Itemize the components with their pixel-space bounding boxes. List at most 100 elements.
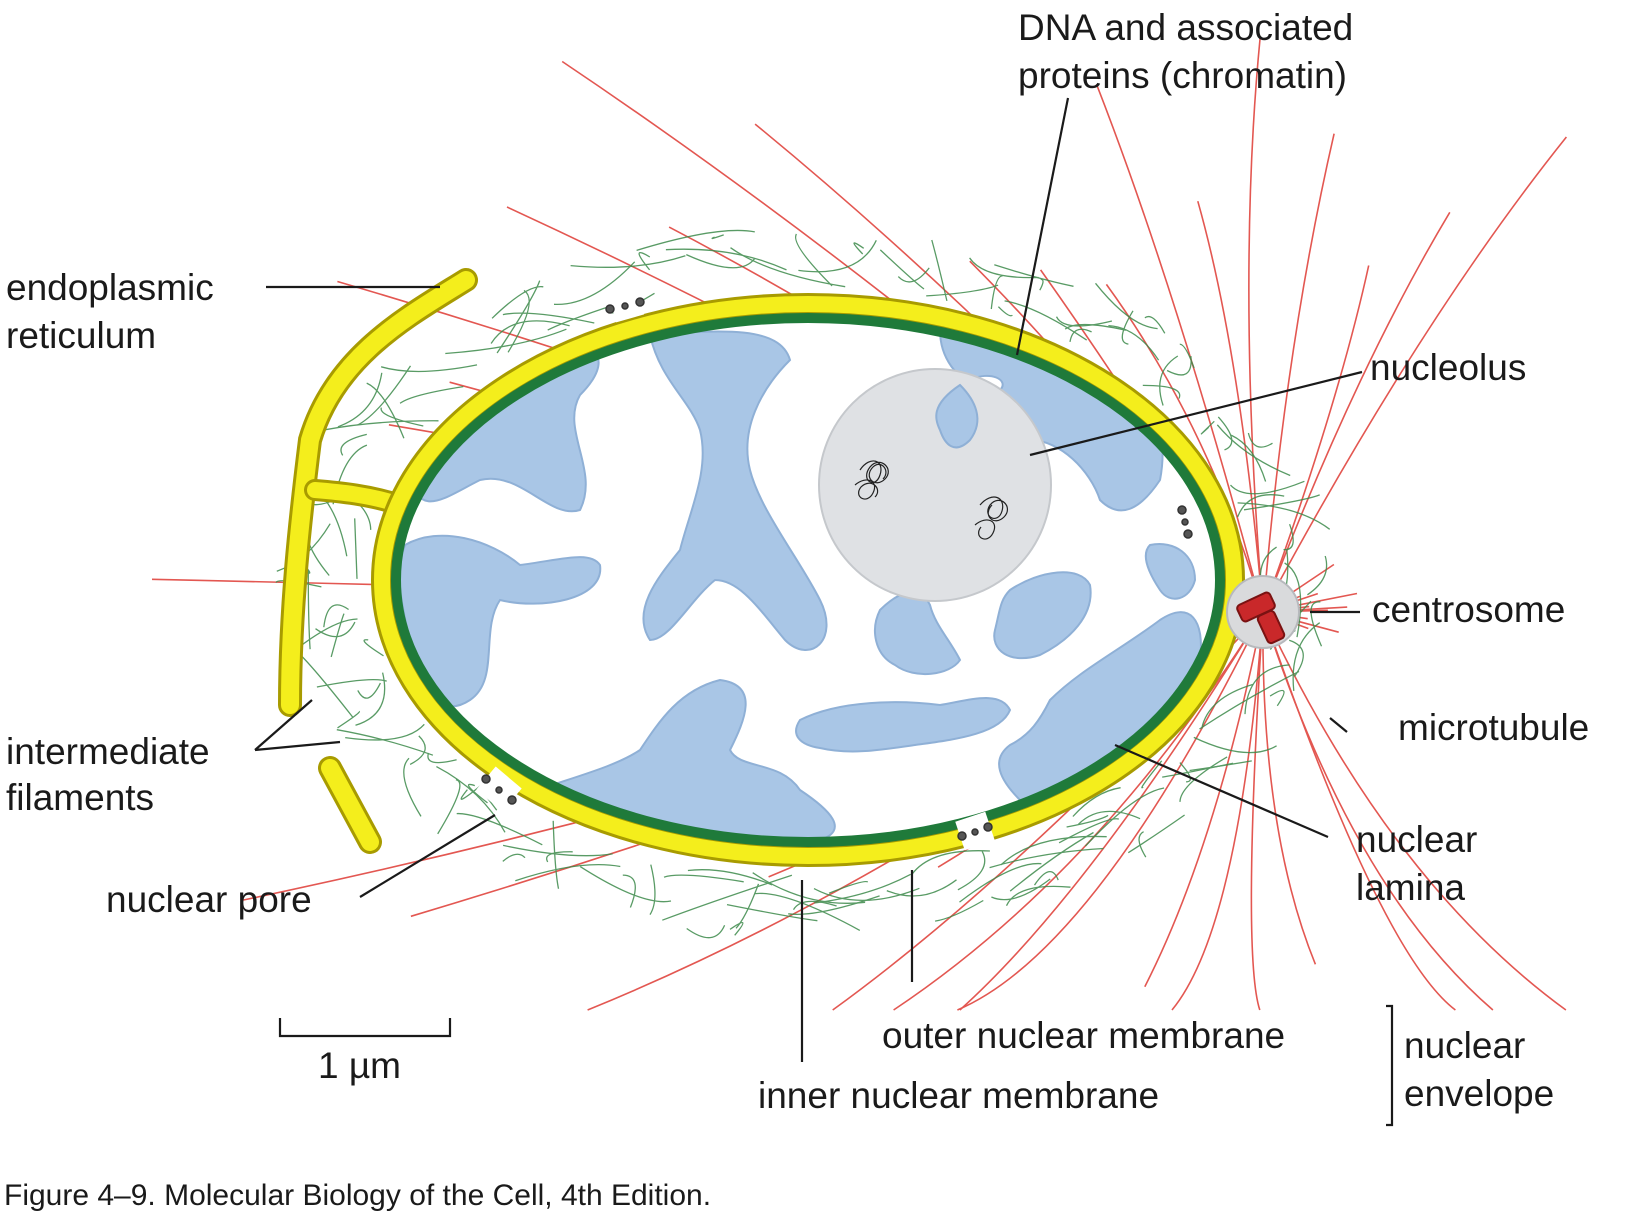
intermediate-filament-strand: [1159, 355, 1179, 406]
intermediate-filament-strand: [711, 234, 724, 240]
label-er-line2: reticulum: [6, 315, 156, 356]
intermediate-filament-strand: [491, 286, 544, 319]
intermediate-filament-strand: [792, 900, 837, 911]
intermediate-filament-strand: [622, 874, 636, 908]
intermediate-filament-strand: [662, 874, 793, 921]
intermediate-filament-strand: [403, 757, 422, 817]
intermediate-filament-strand: [456, 812, 543, 846]
intermediate-filament-strand: [730, 247, 846, 288]
microtubule-strand: [1144, 611, 1264, 988]
intermediate-filament-strand: [357, 682, 381, 699]
label-nucleolus: nucleolus: [1370, 347, 1526, 388]
intermediate-filament-strand: [409, 735, 426, 765]
intermediate-filament-strand: [1084, 787, 1165, 847]
intermediate-filament-strand: [546, 851, 573, 863]
intermediate-filament-strand: [345, 723, 425, 741]
intermediate-filament-strand: [336, 729, 434, 756]
intermediate-filament-strand: [1230, 434, 1267, 482]
microtubule-strand: [1262, 611, 1317, 965]
intermediate-filament-strand: [1077, 810, 1141, 825]
leader-lines: [254, 97, 1394, 1127]
intermediate-filament-strand: [437, 779, 461, 835]
label-inner-membrane: inner nuclear membrane: [758, 1075, 1159, 1116]
intermediate-filament-strand: [323, 604, 349, 628]
intermediate-filament-strand: [990, 275, 1003, 310]
label-envelope-line1: nuclear: [1404, 1025, 1525, 1066]
intermediate-filament-strand: [1237, 502, 1331, 530]
intermediate-filament-strand: [380, 364, 478, 373]
label-envelope-line2: envelope: [1404, 1073, 1554, 1114]
intermediate-filament-strand: [1142, 384, 1181, 399]
intermediate-filament-strand: [1069, 328, 1092, 343]
microtubule-strand: [1197, 200, 1264, 613]
intermediate-filament-strand: [1005, 885, 1071, 906]
figure-caption: Figure 4–9. Molecular Biology of the Cel…: [4, 1179, 711, 1212]
label-lamina-line1: nuclear: [1356, 819, 1477, 860]
intermediate-filament-strand: [1284, 562, 1302, 638]
intermediate-filament-strand: [460, 784, 483, 800]
intermediate-filament-strand: [1179, 343, 1195, 369]
microtubule-strand: [1262, 211, 1451, 613]
intermediate-filament-strand: [1055, 316, 1113, 327]
label-intermediate-line2: filaments: [6, 777, 154, 818]
intermediate-filament-strand: [330, 613, 345, 658]
intermediate-filament-strand: [436, 766, 506, 833]
intermediate-filament-strand: [553, 261, 636, 305]
intermediate-filament-strand: [813, 887, 920, 901]
microtubule-strand: [957, 611, 1264, 1011]
intermediate-filament-strand: [788, 895, 880, 915]
intermediate-filament-strand: [1201, 683, 1254, 729]
intermediate-filament-strand: [1230, 480, 1305, 495]
intermediate-filament-strand: [1094, 282, 1158, 330]
intermediate-filament-strand: [1179, 756, 1228, 802]
intermediate-filament-strand: [355, 672, 386, 726]
intermediate-filament-strand: [502, 844, 613, 857]
intermediate-filament-strand: [886, 879, 957, 897]
intermediate-filament-strand: [853, 242, 865, 255]
intermediate-filament-strand: [1307, 555, 1328, 596]
scale-bar: [278, 1018, 452, 1038]
intermediate-filament-strand: [991, 878, 1051, 901]
label-centrosome: centrosome: [1372, 589, 1565, 630]
label-lamina-line2: lamina: [1356, 867, 1465, 908]
intermediate-filament-strand: [307, 570, 311, 650]
intermediate-filament-strand: [989, 847, 1104, 869]
label-intermediate-line1: intermediate: [6, 731, 210, 772]
intermediate-filament-strand: [663, 874, 744, 883]
nuclear-pores: [481, 297, 1193, 841]
label-outer-membrane: outer nuclear membrane: [882, 1015, 1285, 1056]
intermediate-filament-strand: [507, 289, 530, 353]
microtubule-strand: [959, 611, 1264, 1011]
intermediate-filament-strand: [649, 864, 656, 915]
intermediate-filament-strand: [752, 872, 866, 904]
intermediate-filament-strand: [354, 518, 358, 579]
intermediate-filament-strand: [1236, 494, 1285, 518]
intermediate-filament-strand: [1004, 300, 1088, 341]
microtubule-strand: [1262, 265, 1370, 613]
intermediate-filament-strand: [570, 255, 686, 268]
intermediate-filament-strand: [1138, 831, 1147, 858]
microtubule-strand: [1105, 283, 1264, 613]
intermediate-filament-strand: [1199, 670, 1300, 730]
label-dna-line1: DNA and associated: [1018, 7, 1353, 48]
intermediate-filament-strand: [445, 328, 567, 355]
intermediate-filament-strand: [552, 820, 560, 889]
intermediate-filament-strand: [754, 892, 861, 931]
intermediate-filament-strand: [1072, 787, 1121, 817]
intermediate-filament-strand: [794, 233, 833, 287]
intermediate-filament-strand: [1283, 523, 1294, 551]
intermediate-filament-strand: [686, 254, 756, 269]
intermediate-filament-strand: [726, 903, 818, 922]
nuclear-lamina: [391, 313, 1225, 847]
nuclear-envelope: [371, 285, 1245, 867]
intermediate-filament-strand: [363, 639, 384, 657]
intermediate-filament-strand: [1162, 762, 1234, 778]
intermediate-filament-strand: [665, 248, 787, 271]
intermediate-filament-strand: [1217, 416, 1233, 451]
intermediate-filament-strand: [638, 252, 651, 271]
intermediate-filament-strand: [380, 407, 424, 427]
intermediate-filament-strand: [729, 921, 744, 936]
intermediate-filament-strand: [931, 239, 948, 302]
intermediate-filament-strand: [1269, 689, 1285, 707]
intermediate-filament-strand: [315, 621, 356, 638]
